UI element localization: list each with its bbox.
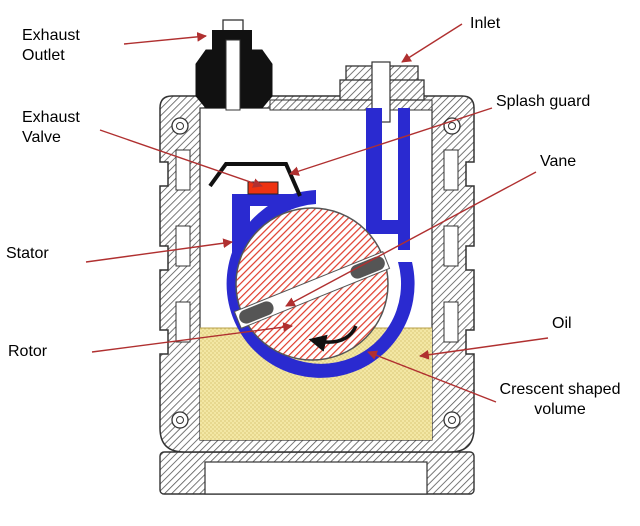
splash-guard (208, 162, 302, 197)
leader-stator (85, 238, 233, 263)
leader-oil (419, 337, 549, 360)
stator (226, 108, 415, 378)
leader-splash-guard (289, 107, 493, 176)
leader-lines (85, 23, 549, 403)
label-vane: Vane (540, 153, 577, 170)
leader-vane (285, 171, 537, 307)
label-oil: Oil (552, 315, 572, 332)
leader-crescent (367, 350, 497, 403)
rotation-arrow (308, 325, 358, 352)
leader-exhaust-outlet (123, 31, 207, 45)
leader-inlet (401, 23, 463, 63)
label-exhaust-valve: Exhaust Valve (22, 109, 80, 146)
leader-exhaust-valve (99, 129, 263, 188)
label-crescent-shaped-volume: Crescent shaped volume (499, 381, 621, 418)
exhaust-outlet-fitting (195, 19, 273, 111)
pump-base (159, 451, 475, 495)
vane (239, 256, 385, 324)
label-exhaust-outlet: Exhaust Outlet (22, 27, 80, 64)
bolt-icon (171, 117, 461, 429)
label-rotor: Rotor (8, 343, 48, 360)
label-splash-guard: Splash guard (496, 93, 591, 110)
rotor (233, 207, 391, 361)
inlet-fitting (339, 61, 425, 123)
label-inlet: Inlet (470, 15, 501, 32)
leader-rotor (91, 322, 293, 353)
label-stator: Stator (6, 245, 49, 262)
exhaust-valve (247, 181, 279, 195)
